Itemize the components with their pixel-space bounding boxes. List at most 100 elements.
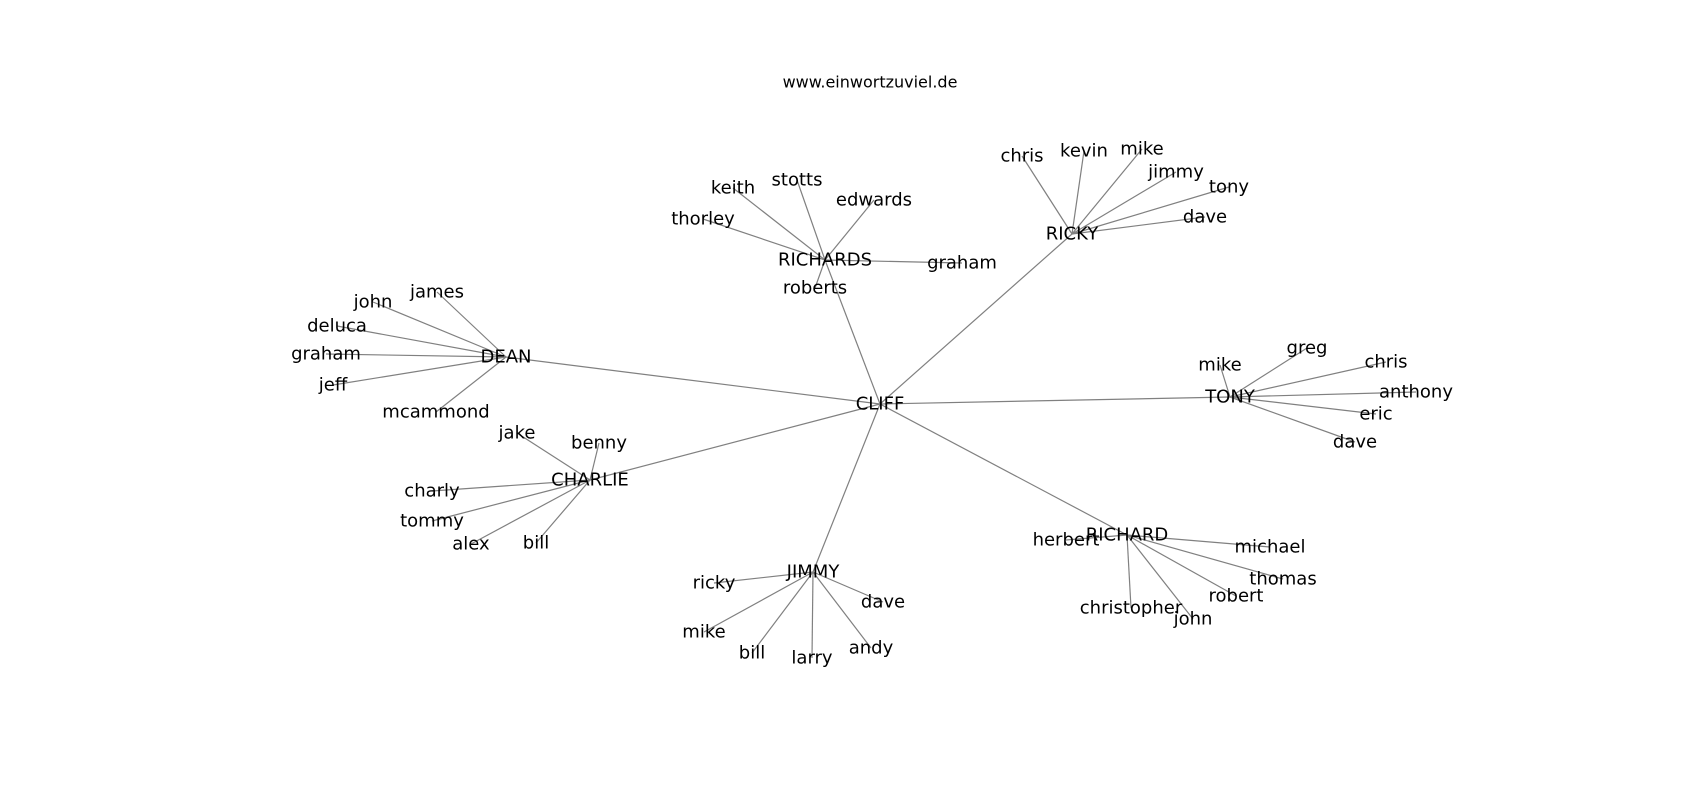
edge-jimmy-jimmy_bill xyxy=(751,571,814,654)
node-label-charlie-tommy: tommy xyxy=(400,511,464,532)
edge-richard-richard_thomas xyxy=(1126,534,1284,580)
node-label-ricky-kevin: kevin xyxy=(1060,141,1108,162)
edge-cliff-richards xyxy=(824,259,881,405)
node-label-richards: RICHARDS xyxy=(778,250,872,271)
edge-charlie-charlie_charly xyxy=(431,479,591,492)
node-label-charlie-bill: bill xyxy=(523,533,549,554)
node-label-charlie-benny: benny xyxy=(571,433,627,454)
node-label-richards-graham: graham xyxy=(927,253,997,274)
node-label-ricky: RICKY xyxy=(1046,224,1100,245)
node-label-charlie: CHARLIE xyxy=(551,470,629,491)
node-label-richard-robert: robert xyxy=(1209,586,1264,607)
node-label-dean-james: james xyxy=(409,282,464,303)
node-label-dean-jeff: jeff xyxy=(318,375,348,396)
edge-cliff-tony xyxy=(879,396,1231,405)
node-label-tony-eric: eric xyxy=(1359,404,1392,425)
edge-charlie-charlie_jake xyxy=(516,432,591,481)
node-label-jimmy-ricky: ricky xyxy=(693,573,736,594)
edge-tony-tony_dave xyxy=(1229,396,1356,443)
edge-tony-tony_anthony xyxy=(1229,391,1417,398)
edge-dean-dean_mcammond xyxy=(435,356,507,413)
edge-dean-dean_graham xyxy=(325,353,507,358)
edge-richard-richard_robert xyxy=(1126,534,1237,597)
edge-ricky-ricky_chris xyxy=(1021,155,1073,235)
edge-dean-dean_james xyxy=(436,291,507,358)
node-label-richard: RICHARD xyxy=(1086,525,1169,546)
node-label-jimmy-andy: andy xyxy=(849,638,894,659)
node-label-tony-greg: greg xyxy=(1287,338,1328,359)
node-label-jimmy-larry: larry xyxy=(791,648,833,669)
node-label-cliff: CLIFF xyxy=(856,394,905,415)
edge-richard-richard_herbert xyxy=(1065,534,1128,541)
edge-ricky-ricky_jimmy xyxy=(1071,171,1177,235)
edge-richards-richards_keith xyxy=(732,187,826,261)
node-label-ricky-jimmy: jimmy xyxy=(1147,162,1204,183)
edge-charlie-charlie_tommy xyxy=(431,479,591,522)
edge-jimmy-jimmy_larry xyxy=(811,571,814,659)
node-label-dean-mcammond: mcammond xyxy=(382,402,489,423)
node-label-richards-thorley: thorley xyxy=(671,209,735,230)
node-label-ricky-mike: mike xyxy=(1120,139,1163,160)
node-label-richard-christopher: christopher xyxy=(1080,598,1183,619)
edge-ricky-ricky_tony xyxy=(1071,186,1230,235)
edge-richards-richards_edwards xyxy=(824,199,875,261)
node-label-charlie-alex: alex xyxy=(452,534,490,555)
node-label-richard-herbert: herbert xyxy=(1033,530,1100,551)
edge-tony-tony_mike xyxy=(1219,364,1231,398)
edge-richard-richard_christopher xyxy=(1126,534,1132,609)
edge-jimmy-jimmy_dave xyxy=(812,571,884,603)
edge-tony-tony_eric xyxy=(1229,396,1377,415)
node-label-jimmy-mike: mike xyxy=(682,622,725,643)
node-label-charlie-jake: jake xyxy=(498,423,536,444)
edge-ricky-ricky_kevin xyxy=(1071,150,1085,235)
node-label-richard-john: john xyxy=(1173,609,1213,630)
edge-dean-dean_jeff xyxy=(332,356,507,386)
edge-tony-tony_greg xyxy=(1229,347,1308,398)
edge-charlie-charlie_benny xyxy=(589,442,600,481)
node-label-richard-thomas: thomas xyxy=(1249,569,1316,590)
node-label-richards-roberts: roberts xyxy=(783,278,847,299)
edge-richards-richards_thorley xyxy=(702,218,826,261)
node-label-tony-mike: mike xyxy=(1198,355,1241,376)
node-label-richards-edwards: edwards xyxy=(836,190,912,211)
edge-richard-richard_john xyxy=(1126,534,1194,620)
node-label-jimmy-dave: dave xyxy=(861,592,905,613)
edge-richards-richards_stotts xyxy=(796,179,826,261)
edge-charlie-charlie_alex xyxy=(470,479,591,545)
node-label-richards-keith: keith xyxy=(711,178,755,199)
site-url-label: www.einwortzuviel.de xyxy=(783,73,958,92)
edge-jimmy-jimmy_andy xyxy=(812,571,872,649)
edge-cliff-charlie xyxy=(589,403,881,481)
nodes-layer: CLIFF RICHARDS RICKY DEAN TONY CHARLIE RICHARD… xyxy=(291,139,1453,669)
edge-tony-tony_chris xyxy=(1229,361,1387,398)
node-label-tony: TONY xyxy=(1204,387,1256,408)
edge-dean-dean_deluca xyxy=(336,325,507,358)
edge-cliff-jimmy xyxy=(812,403,881,573)
edge-dean-dean_john xyxy=(372,301,507,358)
node-label-dean-john: john xyxy=(353,292,393,313)
node-label-ricky-tony: tony xyxy=(1209,177,1249,198)
edge-richards-richards_roberts xyxy=(814,259,826,289)
node-label-dean: DEAN xyxy=(480,347,531,368)
node-label-ricky-dave: dave xyxy=(1183,207,1227,228)
node-label-charlie-charly: charly xyxy=(404,481,460,502)
node-label-jimmy-bill: bill xyxy=(739,643,765,664)
node-label-richard-michael: michael xyxy=(1235,537,1306,558)
edge-jimmy-jimmy_ricky xyxy=(713,571,814,584)
edge-ricky-ricky_mike xyxy=(1071,148,1143,235)
edge-richard-richard_michael xyxy=(1126,534,1271,548)
node-label-jimmy: JIMMY xyxy=(786,562,841,583)
edges-layer xyxy=(325,148,1417,659)
edge-richards-richards_graham xyxy=(824,259,963,264)
edge-cliff-richard xyxy=(879,403,1128,536)
edge-jimmy-jimmy_mike xyxy=(703,571,814,633)
edge-cliff-dean xyxy=(505,356,881,405)
edge-ricky-ricky_dave xyxy=(1071,216,1206,235)
node-label-dean-deluca: deluca xyxy=(307,316,367,337)
node-label-tony-anthony: anthony xyxy=(1379,382,1453,403)
edge-cliff-ricky xyxy=(879,233,1073,405)
node-label-dean-graham: graham xyxy=(291,344,361,365)
node-label-richards-stotts: stotts xyxy=(772,170,823,191)
node-label-ricky-chris: chris xyxy=(1000,146,1043,167)
